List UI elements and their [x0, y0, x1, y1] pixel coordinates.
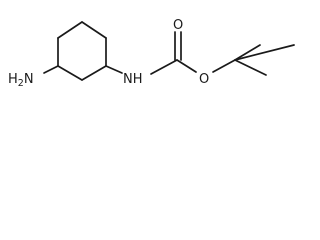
- ring-bond: [57, 21, 83, 39]
- bond-carbonyl-to-ester-o: [176, 59, 197, 73]
- bond-ring-to-nh: [105, 65, 123, 74]
- bond-nh-to-carbonyl: [150, 59, 178, 75]
- nh-label: NH: [123, 72, 143, 87]
- tbutyl-methyl-bond: [234, 59, 267, 76]
- carbonyl-oxygen-label: O: [173, 18, 183, 33]
- bond-ester-o-to-tbutyl: [212, 59, 236, 73]
- tbutyl-methyl-bond: [234, 44, 295, 61]
- amine-label: H2N: [8, 72, 34, 89]
- tbutyl-methyl-bond: [234, 44, 261, 61]
- ester-oxygen-label: O: [199, 72, 209, 87]
- ring-bond: [81, 21, 107, 39]
- ring-bond: [57, 65, 83, 81]
- chemical-structure: H2N NH O O: [8, 18, 295, 89]
- tert-butyl-group: [234, 44, 295, 76]
- bond-ring-to-amine: [43, 65, 59, 74]
- cyclohexane-ring: [57, 21, 107, 81]
- ring-bond: [81, 65, 107, 81]
